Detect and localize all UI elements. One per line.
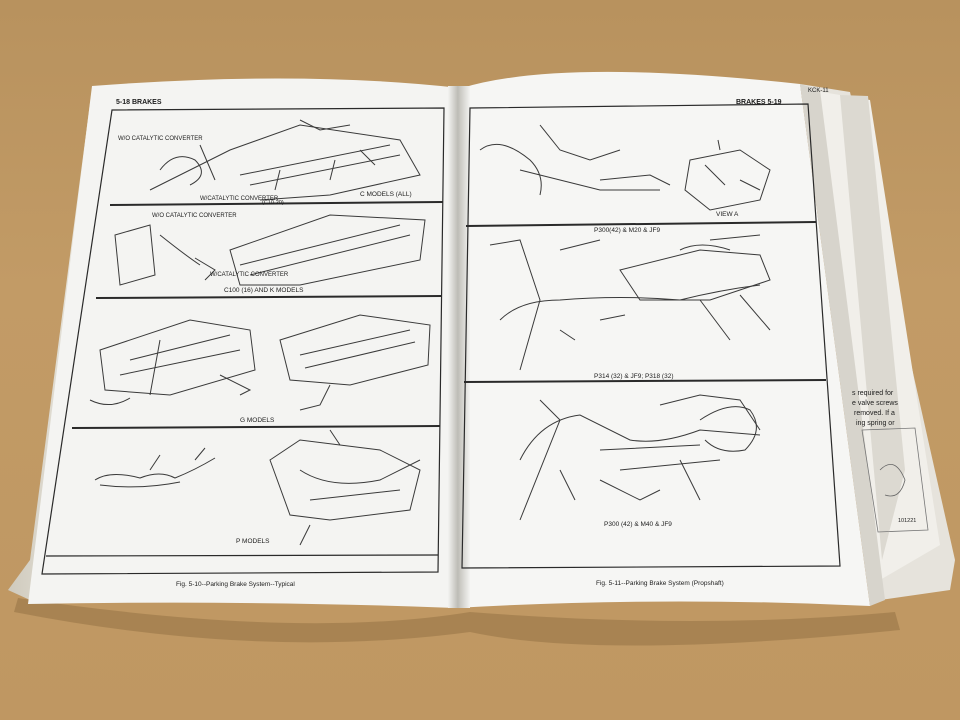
left-panel-label-c: C MODELS (ALL) xyxy=(360,191,412,198)
back-figure-number: 101221 xyxy=(898,518,916,524)
left-callout-2: W/CATALYTIC CONVERTER xyxy=(200,196,279,202)
back-text-3: removed. If a xyxy=(854,410,895,417)
right-page-content xyxy=(461,103,841,569)
right-page xyxy=(455,71,870,608)
left-panel-label-c100: C100 (16) AND K MODELS xyxy=(224,287,304,294)
left-callout-3: (C10-20) xyxy=(262,200,284,206)
book-gutter xyxy=(448,86,470,608)
back-page-header: KCK-11 xyxy=(808,88,829,94)
left-panel-label-p: P MODELS xyxy=(236,538,270,545)
right-panel-label-p300-m20: P300(42) & M20 & JF9 xyxy=(594,227,660,234)
left-page xyxy=(28,78,460,609)
left-page-header: 5-18 BRAKES xyxy=(116,99,162,106)
back-text-4: ing spring or xyxy=(856,420,895,427)
right-panel-label-p314: P314 (32) & JF9; P318 (32) xyxy=(594,373,674,380)
left-drawings xyxy=(89,119,431,546)
left-panel-label-g: G MODELS xyxy=(240,417,275,424)
left-callout-1: W/O CATALYTIC CONVERTER xyxy=(118,136,203,142)
right-page-header: BRAKES 5-19 xyxy=(736,99,782,106)
back-text-1: s required for xyxy=(852,390,894,397)
right-figure-caption: Fig. 5-11--Parking Brake System (Propsha… xyxy=(596,580,724,587)
right-drawings xyxy=(479,124,771,521)
left-page-content xyxy=(41,107,445,575)
back-page-stack xyxy=(800,84,955,600)
left-figure-caption: Fig. 5-10--Parking Brake System--Typical xyxy=(176,581,295,588)
right-callout-view-a: VIEW A xyxy=(716,211,739,218)
left-callout-4: W/O CATALYTIC CONVERTER xyxy=(152,213,237,219)
back-text-2: e valve screws xyxy=(852,400,898,407)
left-callout-5: W/CATALYTIC CONVERTER xyxy=(210,272,289,278)
right-panel-label-p300-m40: P300 (42) & M40 & JF9 xyxy=(604,521,672,528)
